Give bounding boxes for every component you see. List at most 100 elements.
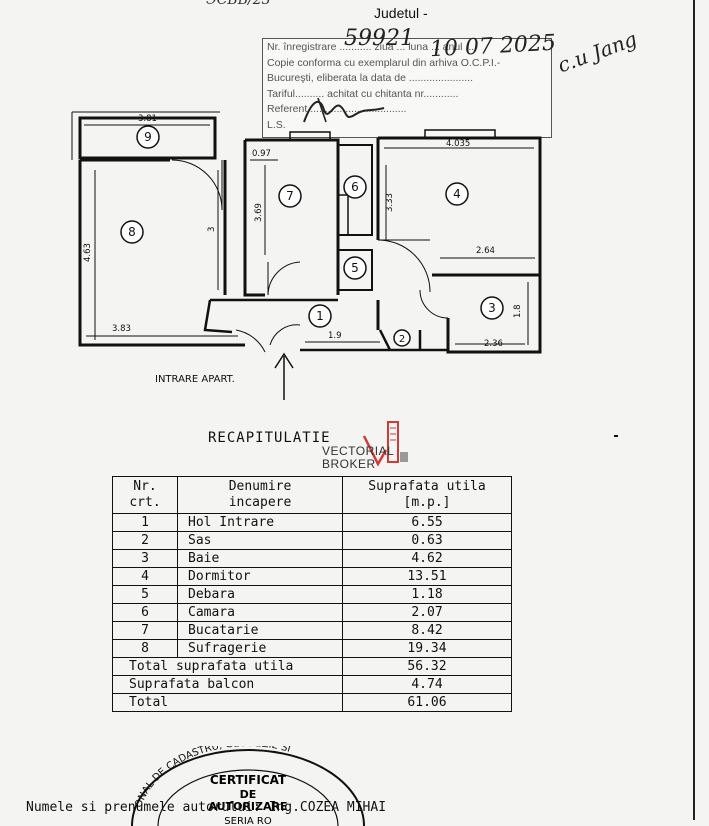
room-area: 2.07 [342, 603, 512, 622]
room-name: Bucatarie [177, 621, 343, 640]
dimension-label: 4.63 [83, 243, 93, 262]
room-name: Baie [177, 549, 343, 568]
dimension-label: 0.97 [252, 149, 271, 159]
row-number: 8 [112, 639, 178, 658]
stamp-line: Bucureşti, eliberata la data de ........… [267, 72, 474, 84]
seal-bottom-text: SERIA RO [224, 816, 272, 826]
room-area: 1.18 [342, 585, 512, 604]
column-header-name: Denumire incapere [177, 476, 343, 514]
row-number: 2 [112, 531, 178, 550]
watermark-text: VECTORIAL [322, 444, 395, 458]
row-number: 3 [112, 549, 178, 568]
dimension-label: 4.035 [446, 139, 470, 149]
watermark-logo-icon [362, 421, 408, 467]
room-number: 1 [316, 309, 324, 323]
table-header-row: Nr. crt. Denumire incapere Suprafata uti… [112, 476, 512, 514]
watermark-text: BROKER [322, 457, 376, 471]
stamp-line: Nr. înregistrare ........... ziua ... lu… [267, 41, 478, 53]
column-header-nr: Nr. crt. [112, 476, 178, 514]
certification-seal: ONAL DE CADASTRU, GEODEZIE SI CERTIFICAT… [131, 746, 365, 826]
room-marker [445, 182, 469, 206]
ink-dot [614, 435, 618, 437]
room-area: 6.55 [342, 513, 512, 532]
row-number: 4 [112, 567, 178, 586]
column-header-area: Suprafata utila [m.p.] [342, 476, 512, 514]
row-number: 1 [112, 513, 178, 532]
room-marker [343, 175, 367, 199]
stamp-line: Referent ...............................… [267, 103, 407, 115]
dimension-label: 3 [207, 227, 217, 232]
room-area: 8.42 [342, 621, 512, 640]
room-area: 4.62 [342, 549, 512, 568]
dimension-label: 3.81 [138, 114, 157, 124]
dimension-label: 3.69 [254, 203, 264, 222]
total-label: Suprafata balcon [112, 675, 343, 694]
total-value: 61.06 [342, 693, 512, 712]
total-label: Total suprafata utila [112, 657, 343, 676]
room-area: 13.51 [342, 567, 512, 586]
entrance-label: INTRARE APART. [155, 374, 235, 385]
room-number: 4 [453, 187, 461, 201]
room-marker [278, 184, 302, 208]
dimension-label: 2.36 [484, 339, 503, 349]
seal-center-text: CERTIFICAT [210, 773, 287, 787]
recap-title: RECAPITULATIE [208, 430, 331, 446]
right-border-line [693, 0, 695, 820]
room-name: Dormitor [177, 567, 343, 586]
row-number: 7 [112, 621, 178, 640]
room-number: 3 [488, 301, 496, 315]
room-marker [393, 329, 411, 347]
room-name: Camara [177, 603, 343, 622]
dimension-label: 1.8 [513, 304, 523, 318]
room-marker [343, 256, 367, 280]
room-area: 0.63 [342, 531, 512, 550]
total-label: Total [112, 693, 343, 712]
stamp-line: Tariful.......... achitat cu chitanta nr… [267, 87, 459, 100]
room-area: 19.34 [342, 639, 512, 658]
area-summary-table: Nr. crt. Denumire incapere Suprafata uti… [112, 476, 512, 712]
stamp-line: L.S. [267, 118, 286, 131]
total-value: 56.32 [342, 657, 512, 676]
room-number: 2 [399, 334, 405, 345]
room-number: 7 [286, 189, 294, 203]
county-label: Judetul - [374, 5, 428, 21]
room-name: Debara [177, 585, 343, 604]
floor-plan: 9 8 7 6 5 4 3 1 2 3.81 0.97 4.035 4.63 3… [71, 111, 542, 400]
room-number: 5 [351, 261, 359, 275]
room-marker [120, 220, 144, 244]
room-number: 8 [128, 225, 136, 239]
row-number: 5 [112, 585, 178, 604]
row-number: 6 [112, 603, 178, 622]
room-marker [308, 304, 332, 328]
total-value: 4.74 [342, 675, 512, 694]
seal-center-text: DE [240, 788, 257, 801]
archive-copy-stamp: Nr. înregistrare ........... ziua ... lu… [262, 38, 552, 138]
seal-center-text: AUTORIZARE [209, 800, 288, 813]
dimension-label: 1.9 [328, 331, 342, 341]
reference-fragment: ЭСББ/23 [206, 0, 271, 8]
room-number: 9 [144, 130, 152, 144]
stamp-line: Copie conforma cu exemplarul din arhiva … [267, 56, 501, 69]
room-name: Sufragerie [177, 639, 343, 658]
dimension-label: 3.33 [385, 193, 395, 212]
handwritten-reg-number: 59921 [344, 26, 414, 51]
author-line: Numele si prenumele autorului: Ing.COZEA… [26, 800, 387, 815]
entrance-arrow-icon [274, 352, 294, 400]
signature-scribble [303, 97, 385, 123]
room-number: 6 [351, 180, 359, 194]
room-name: Hol Intrare [177, 513, 343, 532]
dimension-label: 3.83 [112, 324, 131, 334]
dimension-label: 2.64 [476, 246, 495, 256]
room-marker [136, 125, 160, 149]
